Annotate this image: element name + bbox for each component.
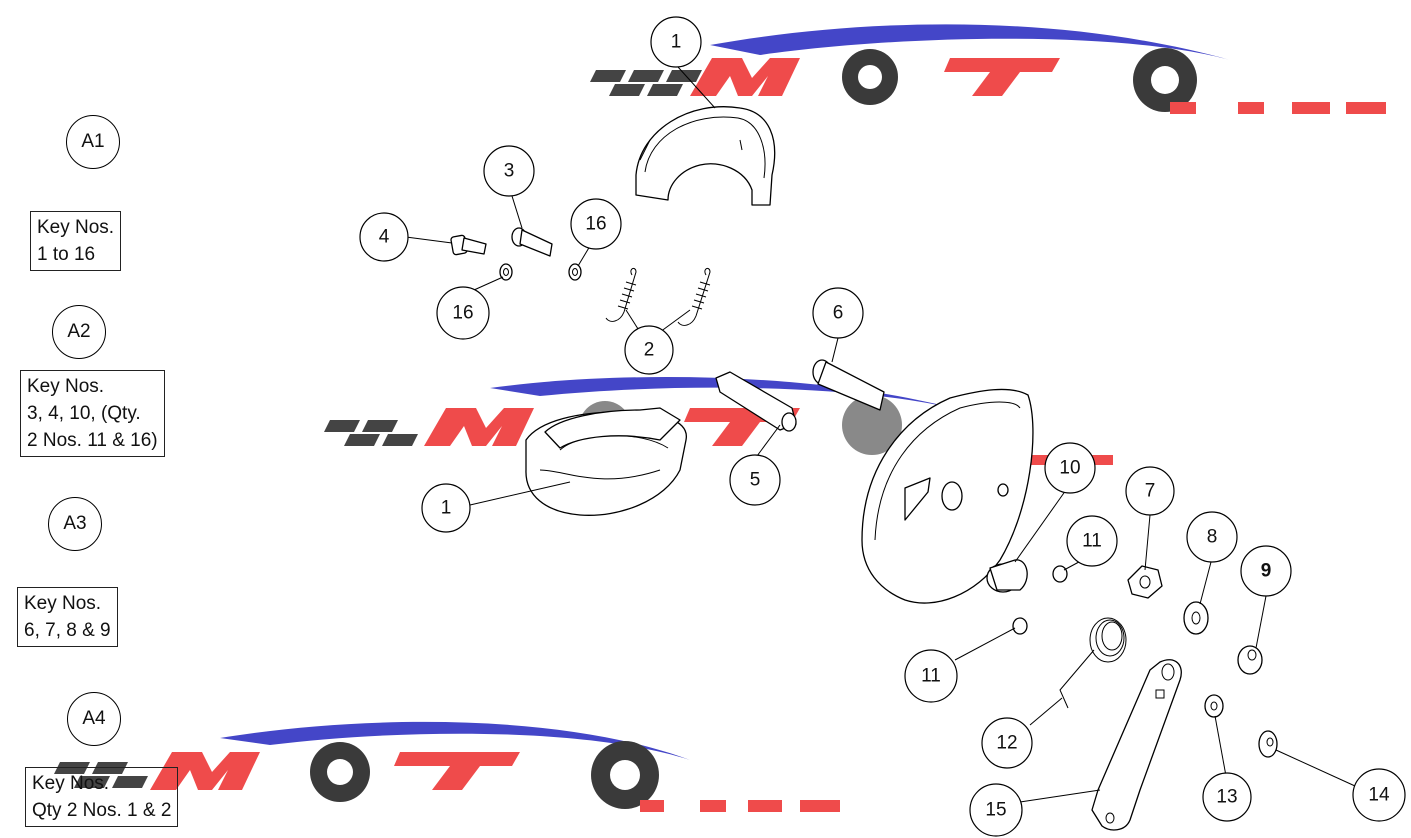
key-line: Key Nos. (24, 593, 102, 614)
leader-lines (405, 66, 1356, 803)
bolt (450, 234, 487, 256)
watermark-bottom (54, 721, 840, 812)
key-box-a4: Key Nos. Qty 2 Nos. 1 & 2 (25, 767, 179, 827)
group-label-a2: A2 (52, 305, 106, 359)
callout-8: 8 (1186, 511, 1238, 563)
callout-11-b: 11 (904, 649, 958, 703)
callout-14: 14 (1352, 768, 1406, 822)
callout-label: 6 (833, 303, 844, 324)
callout-15: 15 (969, 783, 1023, 837)
washer-16-a (499, 263, 513, 281)
spring-left (605, 267, 637, 322)
callout-4: 4 (359, 212, 409, 262)
end-nut (1258, 730, 1278, 758)
key-line: Qty 2 Nos. 1 & 2 (32, 800, 172, 821)
callout-label: 16 (452, 303, 473, 324)
key-box-a2: Key Nos. 3, 4, 10, (Qty. 2 Nos. 11 & 16) (20, 370, 165, 457)
group-label-a1: A1 (66, 115, 120, 169)
spindle (812, 359, 885, 411)
watermark-top (590, 24, 1386, 114)
callout-9: 9 (1240, 545, 1292, 597)
key-line: Key Nos. (37, 217, 115, 238)
gear-icon (842, 395, 902, 455)
callout-1-lower: 1 (421, 483, 471, 533)
callout-3: 3 (483, 145, 535, 197)
nut-11-b (1012, 617, 1028, 635)
key-box-a3: Key Nos. 6, 7, 8 & 9 (17, 587, 118, 647)
callout-label: 4 (379, 227, 390, 248)
brake-shoe-top (635, 106, 776, 206)
callout-label: 10 (1059, 458, 1080, 479)
key-box-a1: Key Nos. 1 to 16 (30, 211, 122, 271)
callout-label: 14 (1368, 785, 1390, 806)
nut-11-a (1052, 565, 1068, 583)
gear-icon (842, 49, 898, 105)
spring-washer (1204, 694, 1224, 718)
callout-16-a: 16 (570, 198, 622, 250)
key-line: 1 to 16 (37, 244, 96, 265)
cam-shaft (715, 371, 797, 432)
callout-label: 13 (1216, 787, 1237, 808)
bush (986, 559, 1028, 593)
key-line: Key Nos. (27, 376, 105, 397)
brake-shoe-lower (525, 407, 687, 516)
brake-backplate (861, 388, 1034, 604)
group-label-a4: A4 (67, 692, 121, 746)
callout-label: 12 (996, 733, 1017, 754)
spring-right (677, 267, 711, 326)
callout-label: 11 (921, 666, 941, 687)
callout-label: 7 (1145, 481, 1156, 502)
brake-lever (1091, 659, 1182, 831)
callout-6: 6 (812, 287, 864, 339)
lock-nut (1237, 645, 1263, 675)
callout-label: 5 (750, 470, 761, 491)
key-line: 3, 4, 10, (Qty. (27, 403, 141, 424)
callout-12: 12 (981, 717, 1033, 769)
callout-1-top: 1 (650, 16, 702, 68)
gear-icon (310, 742, 370, 802)
callout-label: 11 (1082, 531, 1102, 552)
callout-7: 7 (1125, 466, 1175, 516)
torsion-spring (1059, 617, 1127, 709)
callout-label: 15 (985, 800, 1006, 821)
key-line: Key Nos. (32, 773, 110, 794)
callout-label: 3 (504, 161, 515, 182)
callout-label: 16 (585, 214, 606, 235)
callout-5: 5 (729, 454, 781, 506)
key-line: 2 Nos. 11 & 16) (27, 430, 158, 451)
callout-16-b: 16 (436, 286, 490, 340)
hex-nut (1127, 565, 1163, 599)
callout-label: 1 (671, 32, 682, 53)
callout-11-a: 11 (1066, 515, 1118, 567)
callout-10: 10 (1044, 442, 1096, 494)
callout-label: 9 (1261, 561, 1272, 582)
washer-16-b (568, 263, 582, 281)
gear-icon (1133, 48, 1197, 112)
group-label-a3: A3 (48, 497, 102, 551)
flat-washer (1183, 601, 1209, 635)
callout-13: 13 (1202, 772, 1252, 822)
callout-label: 2 (644, 340, 655, 361)
pivot-pin (511, 227, 553, 257)
callout-label: 8 (1207, 527, 1218, 548)
gear-icon (591, 741, 659, 809)
callout-label: 1 (441, 498, 452, 519)
key-line: 6, 7, 8 & 9 (24, 620, 111, 641)
callout-2: 2 (624, 325, 674, 375)
